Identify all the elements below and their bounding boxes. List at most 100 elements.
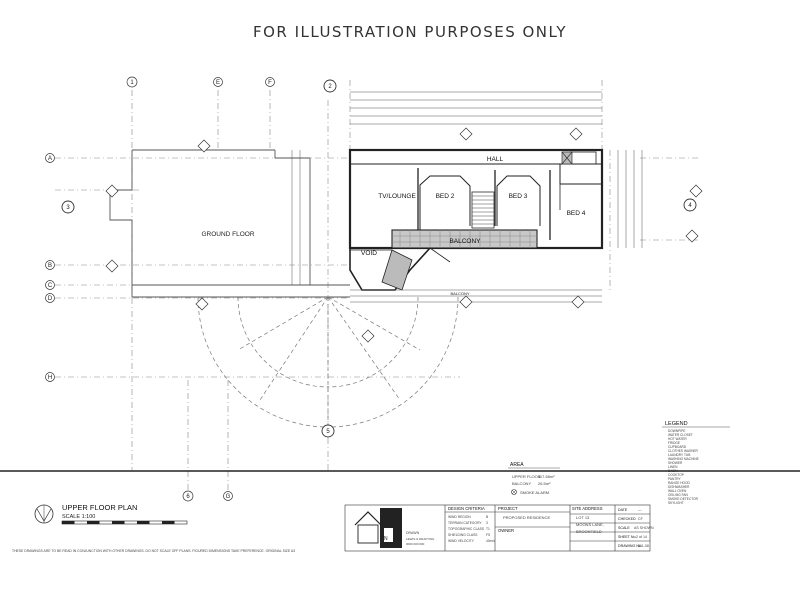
grid-bubble-f: F bbox=[265, 77, 275, 87]
legend-item: WASHING MACHINE bbox=[668, 457, 699, 461]
criteria-label: WIND VELOCITY bbox=[448, 539, 475, 543]
grid-bubble-b: B bbox=[45, 260, 55, 270]
house-logo-icon: N bbox=[352, 508, 402, 548]
legend-item: HOT WATER bbox=[668, 437, 687, 441]
title-block-fields: DATE — CHECKED CF SCALE AS SHOWN SHEET N… bbox=[618, 508, 654, 548]
grid-bubble-5: 5 bbox=[321, 424, 335, 438]
svg-text:4: 4 bbox=[688, 203, 692, 209]
smoke-alarm-icon bbox=[511, 489, 517, 495]
field-value: AS SHOWN bbox=[634, 526, 654, 530]
legend-item: WATER CLOSET bbox=[668, 433, 693, 437]
room-void: VOID bbox=[361, 250, 377, 257]
svg-text:D: D bbox=[48, 296, 53, 302]
grid-bubble-4: 4 bbox=[683, 198, 697, 212]
plan-title: UPPER FLOOR PLAN bbox=[62, 503, 137, 512]
svg-text:G: G bbox=[226, 494, 231, 500]
svg-text:A: A bbox=[48, 156, 52, 162]
legend-item: FRIDGE bbox=[668, 441, 680, 445]
legend-item: RANGE HOOD bbox=[668, 481, 690, 485]
area-label-balcony: BALCONY bbox=[512, 481, 531, 486]
svg-text:N: N bbox=[384, 536, 388, 542]
legend-item: LAUNDRY TUB bbox=[668, 453, 690, 457]
room-bed-4: BED 4 bbox=[567, 210, 586, 217]
field-label: DATE bbox=[618, 508, 628, 512]
field-label: SHEET No. bbox=[618, 535, 637, 539]
grid-bubble-6: 6 bbox=[182, 490, 194, 502]
svg-text:E: E bbox=[216, 80, 220, 86]
svg-text:1: 1 bbox=[130, 80, 134, 86]
project-name: PROPOSED RESIDENCE bbox=[503, 515, 550, 520]
room-balcony: BALCONY bbox=[449, 238, 481, 245]
grid-bubble-d: D bbox=[45, 293, 55, 303]
stair bbox=[471, 191, 495, 229]
criteria-value: T1 bbox=[486, 527, 490, 531]
area-value-upper: 117.66m² bbox=[538, 474, 555, 479]
area-box: AREA UPPER FLOOR 117.66m² BALCONY 26.5m²… bbox=[508, 462, 560, 495]
criteria-value: B bbox=[486, 515, 489, 519]
field-value: CF bbox=[638, 517, 644, 521]
title-block bbox=[344, 504, 651, 552]
area-label-upper: UPPER FLOOR bbox=[512, 474, 541, 479]
balcony-edge-label: BALCONY bbox=[450, 291, 469, 296]
legend-item: DOWNPIPE bbox=[668, 429, 685, 433]
area-title: AREA bbox=[510, 462, 524, 468]
project-label: PROJECT bbox=[498, 506, 518, 511]
grid-bubble-h: H bbox=[45, 372, 55, 382]
design-criteria-title: DESIGN CRITERIA bbox=[448, 506, 485, 511]
criteria-label: WIND REGION bbox=[448, 515, 471, 519]
grid-bubble-a: A bbox=[45, 153, 55, 163]
area-value-balcony: 26.5m² bbox=[538, 481, 551, 486]
legend-item: COOKTOP bbox=[668, 473, 684, 477]
smoke-alarm-label: SMOKE ALARM bbox=[520, 490, 549, 495]
field-label: SCALE bbox=[618, 526, 630, 530]
svg-text:3: 3 bbox=[66, 205, 70, 211]
upper-floor-walls bbox=[348, 148, 604, 250]
site-address-line-2: MOONS LANE, bbox=[576, 522, 604, 527]
grid-bubble-2: 2 bbox=[323, 79, 337, 93]
criteria-value: 40m/s bbox=[486, 539, 495, 543]
room-bed-2: BED 2 bbox=[436, 193, 455, 200]
site-address-line-1: LOT 13 bbox=[576, 515, 590, 520]
grid-bubble-c: C bbox=[45, 280, 55, 290]
scale-bar bbox=[61, 520, 188, 525]
svg-text:F: F bbox=[268, 80, 272, 86]
drawn-line-1: LEWIS & DRAFTING bbox=[406, 537, 435, 541]
balcony-hatch bbox=[391, 229, 538, 249]
legend-item: CLOTHES WASHER bbox=[668, 449, 699, 453]
room-tv-lounge: TV/LOUNGE bbox=[378, 193, 416, 200]
svg-text:2: 2 bbox=[328, 84, 332, 90]
site-address-line-3: BROOKFIELD bbox=[576, 529, 602, 534]
legend-item: CUPBOARD bbox=[668, 445, 687, 449]
svg-text:6: 6 bbox=[186, 494, 190, 500]
drawing-title: UPPER FLOOR PLAN SCALE 1:100 THESE DRAWI… bbox=[12, 503, 295, 553]
svg-text:5: 5 bbox=[326, 429, 330, 435]
ground-floor-label: GROUND FLOOR bbox=[201, 231, 254, 238]
criteria-label: SHIELDING CLASS bbox=[448, 533, 478, 537]
room-hall: HALL bbox=[487, 156, 504, 163]
criteria-value: 3 bbox=[486, 521, 488, 525]
legend-item: WALL OVEN bbox=[668, 489, 687, 493]
grid-bubbles: 1 2 3 4 5 6 A B C D E F G H bbox=[45, 76, 697, 502]
legend-item: SMOKE DETECTOR bbox=[668, 497, 699, 501]
drawn-line-2: 0000 000 000 bbox=[406, 542, 425, 546]
section-markers bbox=[105, 127, 703, 343]
criteria-label: TERRAIN CATEGORY bbox=[448, 521, 482, 525]
drawn-label: DRAWN bbox=[406, 531, 420, 535]
grid-bubble-e: E bbox=[213, 77, 223, 87]
legend-item: LINEN bbox=[668, 465, 678, 469]
legend-item: CEILING FAN bbox=[668, 493, 689, 497]
plan-scale: SCALE 1:100 bbox=[62, 514, 95, 520]
field-value: 2 of 14 bbox=[636, 535, 647, 539]
legend-item: SKYLIGHT bbox=[668, 501, 684, 505]
svg-text:B: B bbox=[48, 263, 52, 269]
svg-text:H: H bbox=[48, 375, 52, 381]
criteria-label: TOPOGRAPHIC CLASS bbox=[448, 527, 485, 531]
grid-bubble-1: 1 bbox=[126, 76, 138, 88]
illustration-note: FOR ILLUSTRATION PURPOSES ONLY bbox=[253, 23, 567, 41]
curved-deck-outline bbox=[197, 296, 459, 428]
bathroom-hatch bbox=[561, 151, 573, 165]
grid-bubble-g: G bbox=[223, 491, 233, 501]
field-label: DRAWING No. bbox=[618, 544, 642, 548]
design-criteria-list: WIND REGION B TERRAIN CATEGORY 3 TOPOGRA… bbox=[448, 515, 495, 543]
legend-item: PANTRY bbox=[668, 477, 682, 481]
